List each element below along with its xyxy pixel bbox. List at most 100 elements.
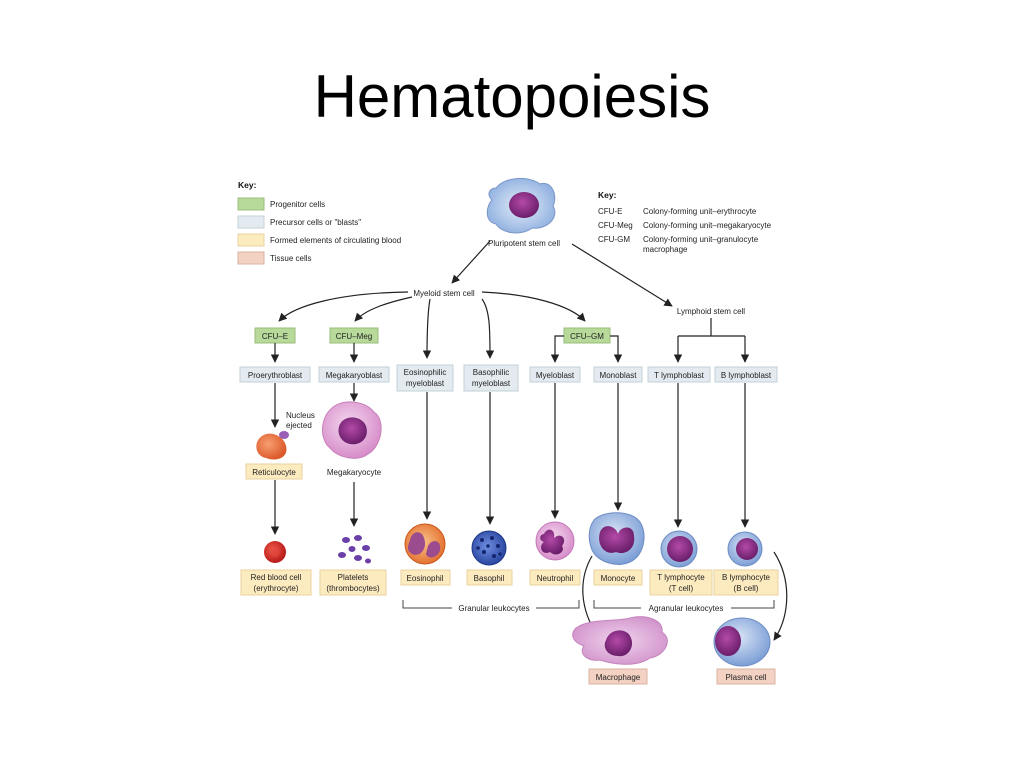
nucleus-ejected-label-2: ejected xyxy=(286,421,312,430)
megakaryocyte-nucleus xyxy=(338,417,367,445)
key-cfu-e-desc: Colony-forming unit–erythrocyte xyxy=(643,207,757,216)
arrow-myeloid-cfu-meg xyxy=(354,296,413,322)
proerythroblast-box xyxy=(239,366,311,383)
megakaryoblast-label: Megakaryoblast xyxy=(326,371,383,380)
key-cfu-gm-desc: Colony-forming unit–granulocyte xyxy=(643,235,759,244)
platelets-label-1: Platelets xyxy=(338,573,369,582)
cfu-gm-label: CFU–GM xyxy=(570,332,604,341)
eosinophil-nucleus-lobe xyxy=(426,541,441,558)
neutrophil-label: Neutrophil xyxy=(537,574,574,583)
key-left: Key: Progenitor cells Precursor cells or… xyxy=(237,180,401,265)
macrophage-box xyxy=(588,668,648,685)
arrow-b-cell-plasma-cell xyxy=(773,551,788,641)
t-lymphocyte-label-1: T lymphocyte xyxy=(657,573,705,582)
platelet xyxy=(354,535,362,541)
key-precursor-label: Precursor cells or "blasts" xyxy=(270,218,361,227)
basophil-box xyxy=(466,569,513,586)
megakaryocyte-label: Megakaryocyte xyxy=(327,468,382,477)
t-lymphoblast-box xyxy=(647,366,711,383)
arrow-cfu-gm-myeloblast xyxy=(550,335,564,363)
t-lymphocyte-nucleus xyxy=(667,536,693,562)
baso-myeloblast-box xyxy=(463,364,519,392)
b-lymphocyte-label-1: B lymphocyte xyxy=(722,573,771,582)
monoblast-label: Monoblast xyxy=(600,371,638,380)
agranular-leukocytes-label: Agranular leukocytes xyxy=(649,604,724,613)
platelet xyxy=(365,558,371,564)
progenitor-swatch xyxy=(237,197,265,211)
reticulocyte-box xyxy=(245,463,303,480)
eos-myeloblast-box xyxy=(396,364,454,392)
neutrophil-box xyxy=(529,569,581,586)
macrophage-label: Macrophage xyxy=(596,673,641,682)
basophil-label: Basophil xyxy=(474,574,505,583)
granular-leukocytes-label: Granular leukocytes xyxy=(458,604,529,613)
platelet xyxy=(342,537,350,543)
formed-swatch xyxy=(237,233,265,247)
myeloid-stem-cell-label: Myeloid stem cell xyxy=(413,289,475,298)
b-lymphoblast-box xyxy=(714,366,778,383)
pluripotent-stem-cell: Pluripotent stem cell xyxy=(486,178,560,248)
rbc-label-1: Red blood cell xyxy=(251,573,302,582)
page-title: Hematopoiesis xyxy=(313,63,711,130)
megakaryoblast-box xyxy=(318,366,390,383)
myeloblast-label: Myeloblast xyxy=(536,371,575,380)
monoblast-box xyxy=(593,366,643,383)
platelets-label-2: (thrombocytes) xyxy=(326,584,380,593)
arrow-cfu-gm-monoblast xyxy=(610,335,623,363)
platelets-cluster xyxy=(338,535,371,564)
cfu-meg-label: CFU–Meg xyxy=(336,332,372,341)
eosinophil-label: Eosinophil xyxy=(407,574,444,583)
basophil-granules xyxy=(476,536,502,558)
t-lymphoblast-label: T lymphoblast xyxy=(654,371,704,380)
platelet xyxy=(362,545,370,551)
nucleus-ejected-label-1: Nucleus xyxy=(286,411,315,420)
t-lymphocyte-box xyxy=(649,569,713,596)
key-cfu-meg-desc: Colony-forming unit–megakaryocyte xyxy=(643,221,772,230)
key-right: Key: CFU-E Colony-forming unit–erythrocy… xyxy=(598,190,772,254)
b-lymphocyte-label-2: (B cell) xyxy=(734,584,759,593)
neutrophil-nucleus xyxy=(540,529,565,555)
arrow-myeloid-cfu-gm xyxy=(481,291,586,322)
eos-myeloblast-label-2: myeloblast xyxy=(406,379,445,388)
key-progenitor-label: Progenitor cells xyxy=(270,200,325,209)
key-tissue-label: Tissue cells xyxy=(270,254,312,263)
reticulocyte-cell xyxy=(256,433,287,460)
plasma-cell-nucleus xyxy=(715,626,741,656)
key-formed-label: Formed elements of circulating blood xyxy=(270,236,401,245)
platelet xyxy=(354,555,362,561)
ejected-nucleus xyxy=(279,431,289,439)
eosinophil-nucleus-lobe xyxy=(408,532,426,555)
arrow-myeloid-cfu-e xyxy=(278,291,409,322)
platelets-box xyxy=(319,569,387,596)
baso-myeloblast-label-1: Basophilic xyxy=(473,368,509,377)
plasma-cell-label: Plasma cell xyxy=(726,673,767,682)
platelet xyxy=(348,546,356,552)
rbc-box xyxy=(240,569,312,596)
eos-myeloblast-label-1: Eosinophilic xyxy=(404,368,447,377)
reticulocyte-label: Reticulocyte xyxy=(252,468,296,477)
granular-label-bg xyxy=(452,602,536,613)
b-lymphoblast-label: B lymphoblast xyxy=(721,371,772,380)
b-lymphocyte-nucleus xyxy=(736,538,758,560)
proerythroblast-label: Proerythroblast xyxy=(248,371,303,380)
pluripotent-nucleus xyxy=(509,192,539,218)
key-cfu-e-abbr: CFU-E xyxy=(598,207,622,216)
monocyte-box xyxy=(593,569,643,586)
lymphoid-stem-cell-label: Lymphoid stem cell xyxy=(677,307,745,316)
b-lymphocyte-box xyxy=(713,569,779,596)
rbc-label-2: (erythrocyte) xyxy=(254,584,299,593)
arrow-pluri-myeloid xyxy=(451,240,491,284)
monocyte-nucleus xyxy=(599,526,635,554)
t-lymphocyte-label-2: (T cell) xyxy=(669,584,694,593)
key-left-heading: Key: xyxy=(238,180,257,190)
key-cfu-gm-desc2: macrophage xyxy=(643,245,688,254)
eosinophil-box xyxy=(400,569,451,586)
rbc-center xyxy=(270,547,280,557)
pluripotent-label: Pluripotent stem cell xyxy=(488,239,560,248)
precursor-swatch xyxy=(237,215,265,229)
agranular-label-bg xyxy=(641,602,731,613)
key-cfu-meg-abbr: CFU-Meg xyxy=(598,221,633,230)
cfu-e-label: CFU–E xyxy=(262,332,288,341)
plasma-cell-box xyxy=(716,668,776,685)
